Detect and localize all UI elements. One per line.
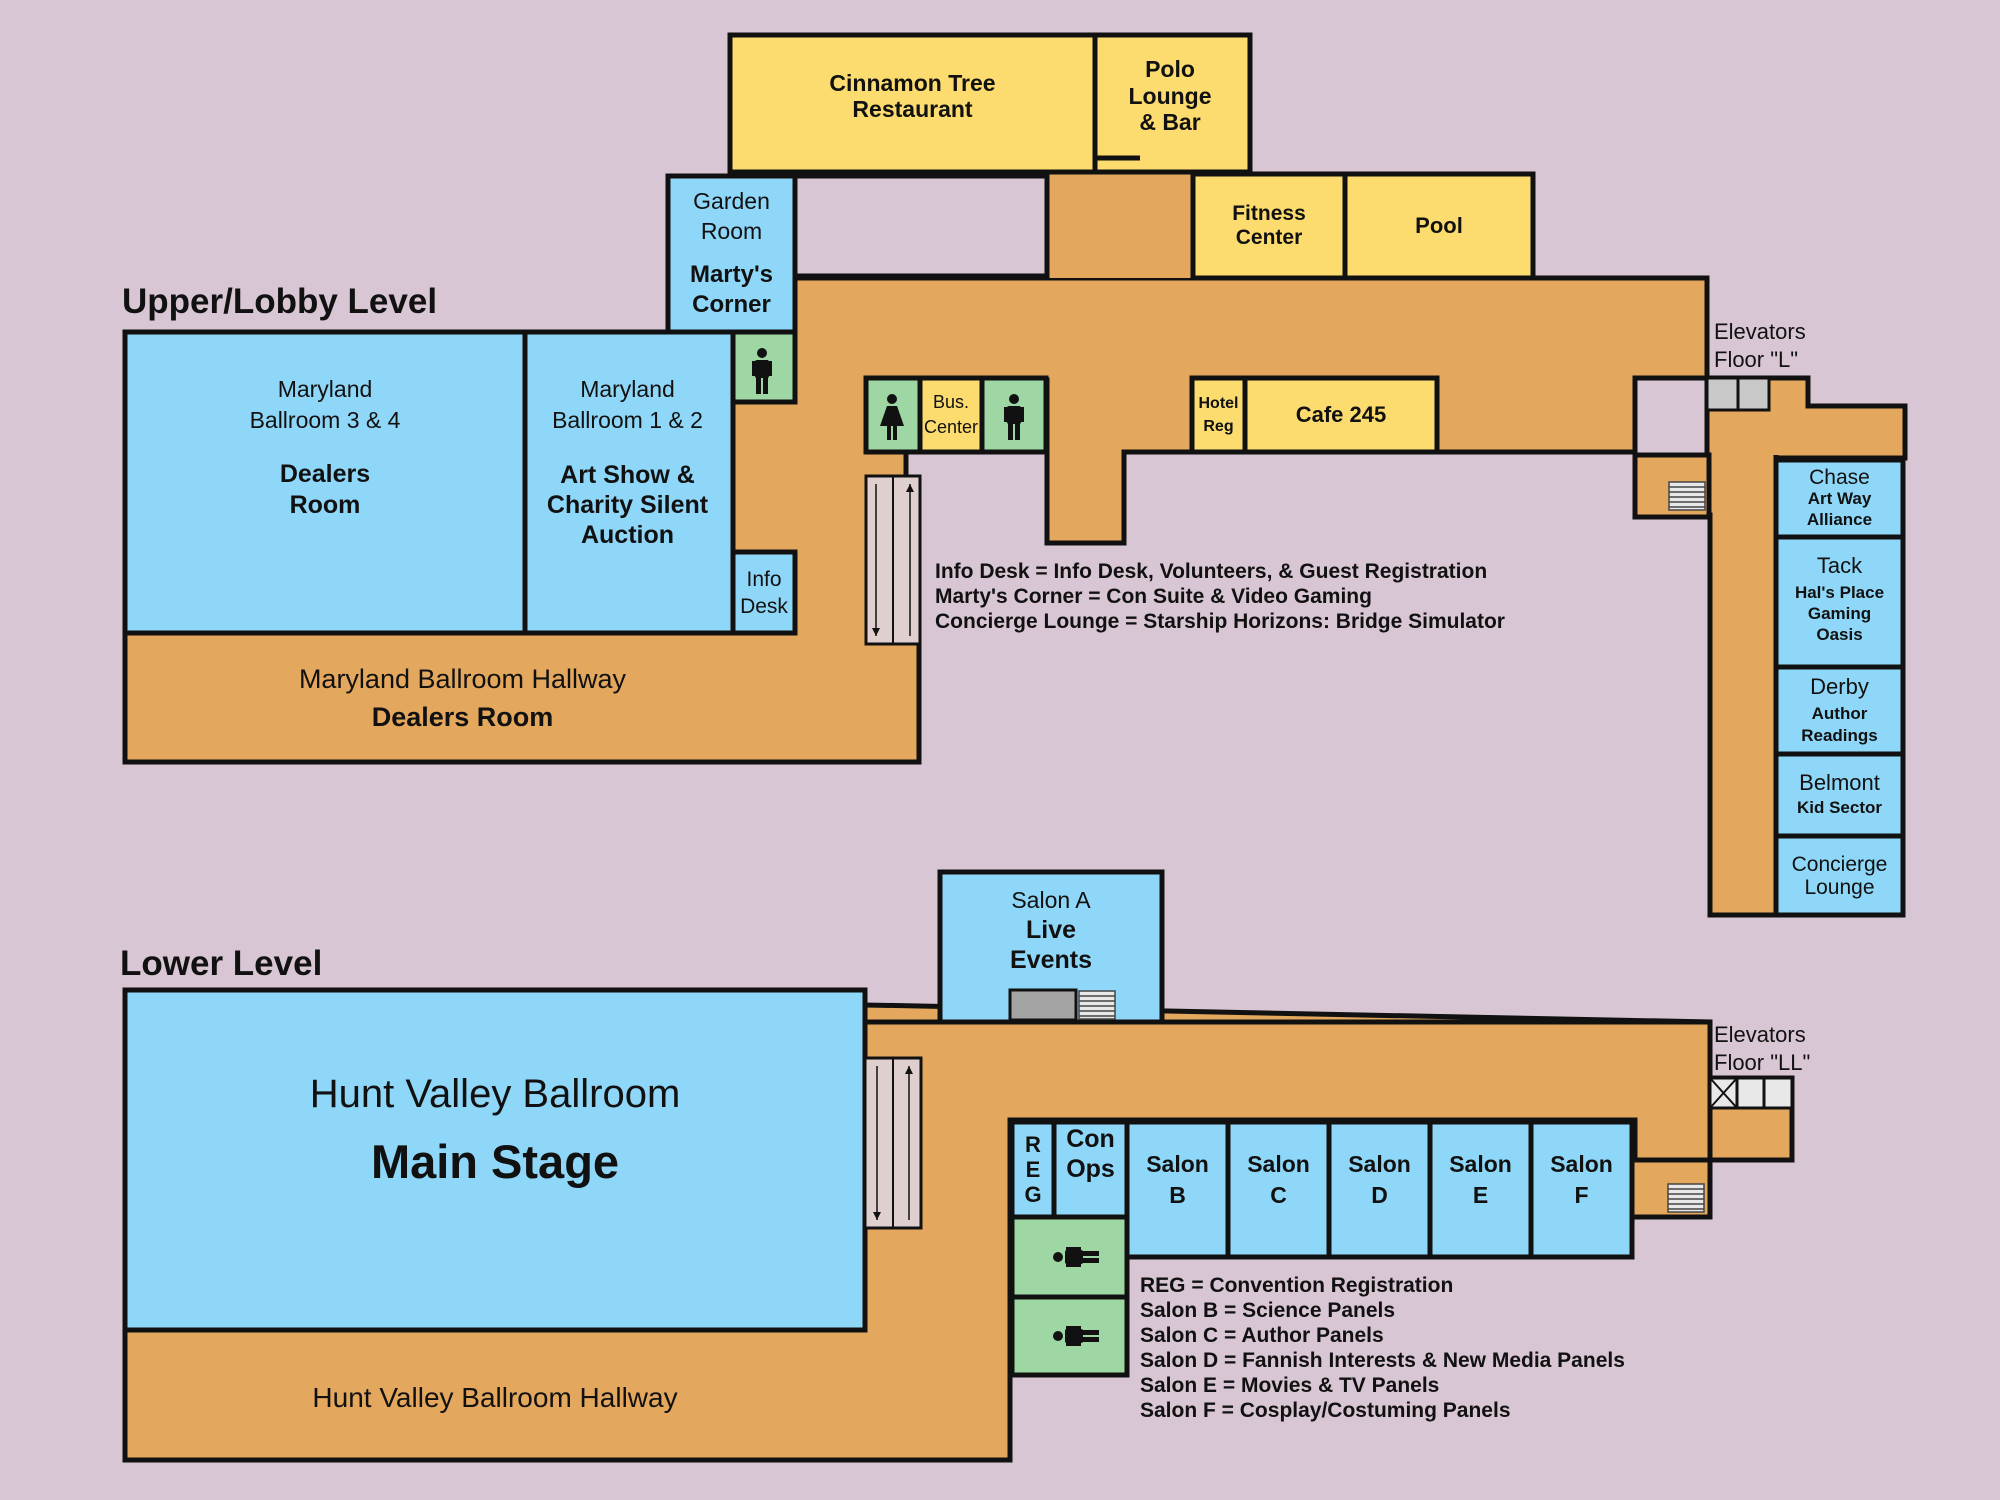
upper-legend: Info Desk = Info Desk, Volunteers, & Gue… — [935, 559, 1505, 634]
cafe-room — [1242, 375, 1440, 455]
legend-entry: Salon C = Author Panels — [1140, 1324, 1384, 1347]
lower-salons — [1009, 1119, 1635, 1260]
stairs-icon — [1667, 1183, 1705, 1213]
maryland-hallway-label: Maryland Ballroom Hallway — [298, 664, 627, 695]
upper-side-rooms — [1773, 457, 1906, 918]
maryland-hallway-use-label[interactable]: Dealers Room — [371, 702, 554, 733]
stairs-icon — [1668, 481, 1706, 511]
lower-legend: REG = Convention Registration Salon B = … — [1140, 1273, 1625, 1423]
hunt-valley-ballroom-room — [122, 987, 868, 1333]
belmont-room-label[interactable]: Belmont Kid Sector — [1796, 770, 1883, 817]
maryland-ballroom-3-4 — [122, 329, 528, 636]
upper-level-heading: Upper/Lobby Level — [122, 282, 438, 321]
pool-room — [1342, 171, 1536, 281]
cafe-label: Cafe 245 — [1295, 402, 1387, 428]
legend-entry: Marty's Corner = Con Suite & Video Gamin… — [935, 585, 1372, 608]
hunt-valley-ballroom-label: Hunt Valley Ballroom — [309, 1072, 681, 1116]
salon-a-stage — [1008, 988, 1078, 1022]
chase-room-label[interactable]: Chase Art Way Alliance — [1806, 466, 1873, 529]
hotel-reg-room — [1189, 375, 1248, 455]
escalator-icon — [863, 1056, 923, 1230]
salon-a-label[interactable]: Salon A Live Events — [1010, 887, 1092, 974]
legend-entry: Salon D = Fannish Interests & New Media … — [1140, 1349, 1625, 1372]
legend-entry: Info Desk = Info Desk, Volunteers, & Gue… — [935, 560, 1488, 583]
main-stage-label[interactable]: Main Stage — [370, 1134, 620, 1188]
tack-room-label[interactable]: Tack Hal's Place Gaming Oasis — [1794, 553, 1885, 645]
garden-room — [665, 173, 798, 335]
hunt-valley-hallway-label: Hunt Valley Ballroom Hallway — [312, 1381, 678, 1413]
lower-level-heading: Lower Level — [120, 944, 323, 983]
business-center-room — [917, 375, 985, 455]
fitness-center-room — [1190, 171, 1348, 281]
derby-room-label[interactable]: Derby Author Readings — [1801, 673, 1878, 745]
lobby-corridor-north — [1047, 172, 1193, 278]
maryland-ballroom-1-2 — [522, 329, 736, 636]
elevator-icon — [1708, 1076, 1794, 1110]
legend-entry: Salon F = Cosplay/Costuming Panels — [1140, 1399, 1511, 1422]
pool-label: Pool — [1415, 213, 1463, 239]
courtyard — [792, 173, 1050, 279]
elevator-icon — [1705, 376, 1771, 412]
info-desk-room — [730, 549, 798, 636]
legend-entry: Salon E = Movies & TV Panels — [1140, 1374, 1440, 1397]
bus-center-label: Bus.Center — [923, 392, 979, 437]
stairs-icon — [1078, 990, 1116, 1020]
escalator-icon — [864, 474, 922, 646]
legend-entry: Salon B = Science Panels — [1140, 1299, 1396, 1322]
concierge-lounge-label[interactable]: Concierge Lounge — [1791, 852, 1888, 899]
legend-entry: REG = Convention Registration — [1140, 1274, 1454, 1297]
legend-entry: Concierge Lounge = Starship Horizons: Br… — [935, 610, 1505, 633]
